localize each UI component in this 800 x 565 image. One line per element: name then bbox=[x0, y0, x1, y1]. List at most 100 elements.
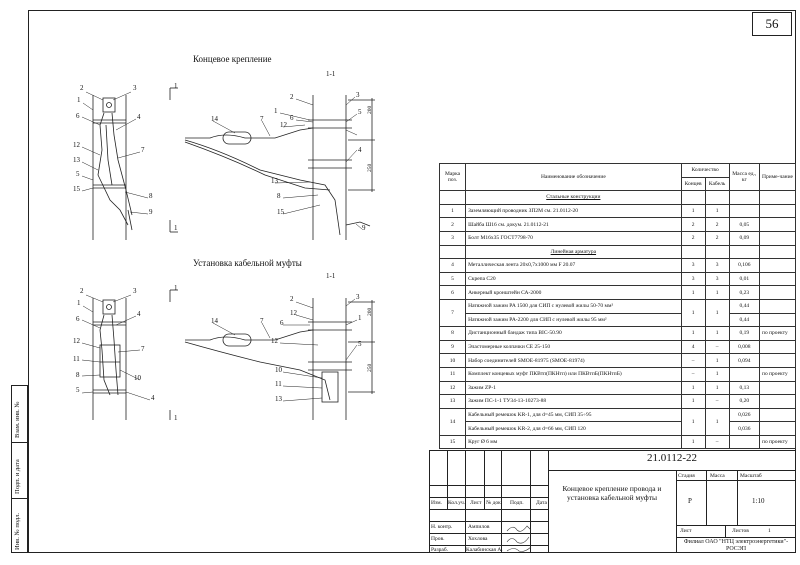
callout: 4 bbox=[137, 310, 141, 318]
stage-label: Стадия bbox=[678, 473, 695, 479]
header-qty-cable: Кабель bbox=[704, 176, 730, 192]
callout: 10 bbox=[275, 366, 282, 374]
role: Пров. bbox=[431, 536, 445, 542]
pole-front-view-1 bbox=[92, 95, 133, 240]
callout: 14 bbox=[211, 115, 218, 123]
callout: 6 bbox=[76, 112, 80, 120]
section-label-top: 1-1 bbox=[326, 70, 336, 78]
section-mark: 1 bbox=[174, 414, 178, 422]
col-label: Подп. bbox=[510, 500, 524, 506]
col-label: Изм. bbox=[431, 500, 442, 506]
callout: 12 bbox=[271, 337, 278, 345]
callout: 6 bbox=[280, 319, 284, 327]
scale-label: Масштаб bbox=[740, 473, 762, 479]
callout: 13 bbox=[73, 156, 80, 164]
callout: 9 bbox=[149, 208, 153, 216]
callout: 5 bbox=[358, 108, 362, 116]
callout: 12 bbox=[280, 121, 287, 129]
table-row: Натяжной зажим PA-2200 для СИП с нулевой… bbox=[440, 312, 796, 328]
pole-side-view-2 bbox=[184, 95, 375, 240]
table-row: Кабельный ремешок KR-2, для d=66 мм, СИП… bbox=[440, 421, 796, 436]
col-label: № док. bbox=[486, 500, 503, 506]
technical-drawing bbox=[81, 87, 375, 420]
header-qty-end: Концев bbox=[680, 176, 706, 192]
doc-code: 21.0112-22 bbox=[646, 452, 697, 464]
sheet-title: Концевое крепление провода и установка к… bbox=[562, 484, 662, 502]
callout: 1 bbox=[77, 96, 81, 104]
section-line: Линейная арматура bbox=[465, 244, 682, 260]
pole-side-view-4 bbox=[184, 298, 375, 420]
specification-table: Марка поз. Наименование обозначение Коли… bbox=[438, 162, 796, 450]
caption-end-fastening: Концевое крепление bbox=[193, 54, 272, 64]
sidebar-inv-sub: Взам. инв. № bbox=[14, 401, 21, 438]
callout: 12 bbox=[290, 309, 297, 317]
callout: 13 bbox=[271, 177, 278, 185]
callout: 1 bbox=[358, 314, 362, 322]
callout: 5 bbox=[76, 386, 80, 394]
person: Ампилов bbox=[468, 524, 490, 530]
callout: 5 bbox=[358, 340, 362, 348]
section-label-bottom: 1-1 bbox=[326, 272, 336, 280]
callout: 2 bbox=[290, 93, 294, 101]
section-mark: 1 bbox=[174, 82, 178, 90]
dimension: 250 bbox=[367, 363, 373, 372]
callout: 2 bbox=[80, 84, 84, 92]
approval-sidebar bbox=[11, 385, 28, 553]
callout: 8 bbox=[76, 371, 80, 379]
callout: 15 bbox=[277, 208, 284, 216]
header-qty: Количество bbox=[680, 163, 730, 178]
dimension: 200 bbox=[367, 307, 373, 316]
callout: 3 bbox=[133, 84, 137, 92]
callout: 14 bbox=[211, 317, 218, 325]
callout: 5 bbox=[76, 170, 80, 178]
header-mark: Марка поз. bbox=[438, 162, 467, 192]
callout: 4 bbox=[137, 113, 141, 121]
role: Н. контр. bbox=[431, 524, 453, 530]
callout: 2 bbox=[80, 287, 84, 295]
sheets-value: 1 bbox=[768, 528, 771, 534]
stage-value: Р bbox=[688, 497, 692, 505]
scale-value: 1:10 bbox=[752, 497, 765, 505]
sheet-label: Лист bbox=[680, 528, 692, 534]
callout: 12 bbox=[73, 141, 80, 149]
role: Разраб. bbox=[431, 547, 449, 553]
title-block bbox=[429, 450, 796, 553]
section-steel: Стальные конструкции bbox=[465, 190, 682, 205]
callout: 11 bbox=[73, 355, 80, 363]
section-mark: 1 bbox=[174, 284, 178, 292]
callout: 7 bbox=[260, 115, 264, 123]
dimension: 250 bbox=[367, 163, 373, 172]
sidebar-sign-date: Подп. и дата bbox=[14, 459, 21, 494]
callout: 7 bbox=[260, 317, 264, 325]
mass-label: Масса bbox=[710, 473, 725, 479]
person: Хохлова bbox=[468, 536, 488, 542]
col-label: Дата bbox=[536, 500, 547, 506]
callout: 8 bbox=[149, 192, 153, 200]
callout: 1 bbox=[274, 107, 278, 115]
callout: 10 bbox=[134, 374, 141, 382]
callout: 7 bbox=[141, 146, 145, 154]
dimension: 200 bbox=[367, 105, 373, 114]
callout: 2 bbox=[290, 295, 294, 303]
caption-cable-coupling: Установка кабельной муфты bbox=[193, 258, 302, 268]
callout: 6 bbox=[290, 114, 294, 122]
page-number: 56 bbox=[752, 12, 792, 36]
sheet-border bbox=[28, 10, 796, 553]
callout: 3 bbox=[356, 293, 360, 301]
callout: 12 bbox=[73, 337, 80, 345]
header-note: Приме-чание bbox=[759, 162, 796, 192]
header-mass: Масса ед., кг bbox=[728, 162, 761, 192]
callout: 3 bbox=[133, 287, 137, 295]
callout: 8 bbox=[277, 192, 281, 200]
callout: 1 bbox=[77, 299, 81, 307]
